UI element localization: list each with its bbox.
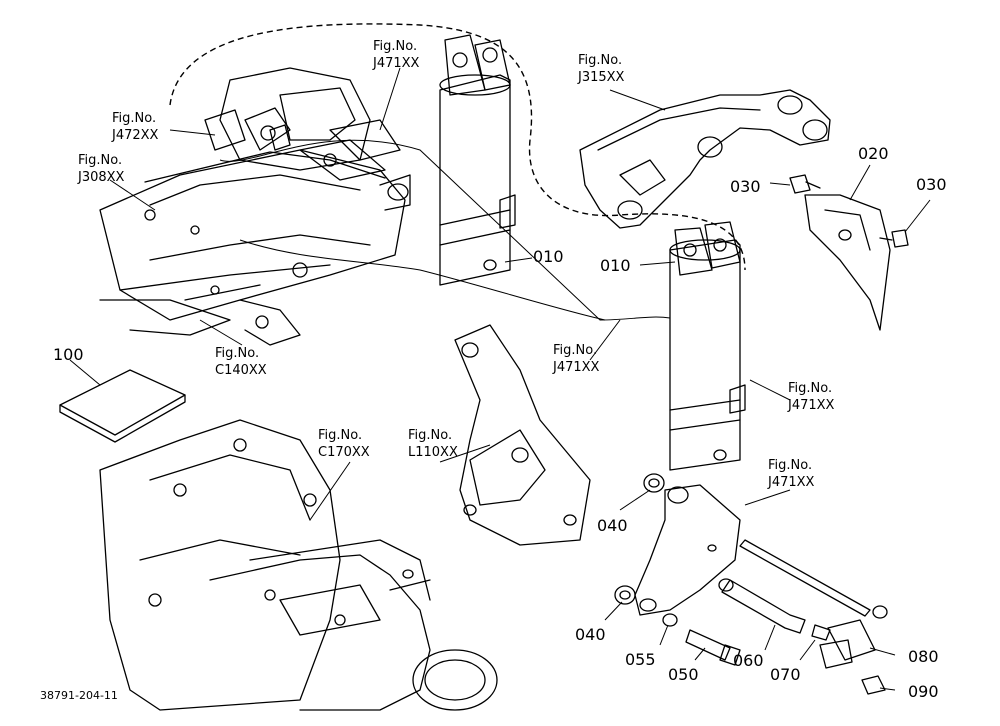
hose-outline-dashed bbox=[169, 23, 746, 271]
fig-number: L110XX bbox=[408, 445, 458, 460]
part-number-010-b: 010 bbox=[600, 256, 631, 275]
shield-020 bbox=[804, 194, 891, 331]
fig-number: J315XX bbox=[578, 70, 625, 85]
hose-line-lower bbox=[219, 139, 671, 321]
fig-prefix: Fig.No. bbox=[768, 458, 813, 473]
part-number-030-right: 030 bbox=[916, 175, 947, 194]
fig-prefix: Fig.No. bbox=[78, 153, 123, 168]
part-number-060: 060 bbox=[733, 651, 764, 670]
part-number-100: 100 bbox=[53, 345, 84, 364]
part-number-040-a: 040 bbox=[597, 516, 628, 535]
part-number-080: 080 bbox=[908, 647, 939, 666]
pin-060 bbox=[718, 578, 806, 634]
fig-number: C140XX bbox=[215, 363, 267, 378]
part-number-070: 070 bbox=[770, 665, 801, 684]
part-number-050: 050 bbox=[668, 665, 699, 684]
fig-ref-c140: Fig.No. C140XX bbox=[215, 345, 267, 379]
fig-ref-l110: Fig.No. L110XX bbox=[408, 427, 458, 461]
part-number-020: 020 bbox=[858, 144, 889, 163]
part-number-040-b: 040 bbox=[575, 625, 606, 644]
fig-prefix: Fig.No. bbox=[578, 53, 623, 68]
fig-number: J471XX bbox=[788, 398, 835, 413]
fig-prefix: Fig.No. bbox=[112, 111, 157, 126]
fig-number: C170XX bbox=[318, 445, 370, 460]
part-number-030-left: 030 bbox=[730, 177, 761, 196]
fig-ref-j471-right: Fig.No. J471XX bbox=[788, 380, 834, 414]
valve-block-assembly bbox=[99, 67, 411, 346]
mounting-bracket bbox=[454, 324, 591, 546]
bolt-030-right bbox=[879, 229, 909, 248]
fig-ref-j472: Fig.No. J472XX bbox=[112, 110, 158, 144]
part-number-090: 090 bbox=[908, 682, 939, 701]
lift-arm bbox=[579, 89, 831, 229]
bolt-030-left bbox=[789, 174, 821, 194]
fig-number: J471XX bbox=[373, 56, 420, 71]
hose-line-lower-2 bbox=[239, 239, 606, 321]
fig-prefix: Fig.No. bbox=[408, 428, 453, 443]
long-bolt bbox=[739, 539, 888, 619]
fig-number: J472XX bbox=[112, 128, 159, 143]
bolt-090 bbox=[861, 675, 886, 695]
fig-prefix: Fig.No. bbox=[553, 343, 598, 358]
washer-055 bbox=[662, 613, 678, 627]
fig-number: J471XX bbox=[768, 475, 815, 490]
part-number-055: 055 bbox=[625, 650, 656, 669]
drawing-reference-number: 38791-204-11 bbox=[40, 689, 118, 702]
fig-ref-j471-low: Fig.No. J471XX bbox=[768, 457, 814, 491]
fig-number: J308XX bbox=[78, 170, 125, 185]
fig-ref-c170: Fig.No. C170XX bbox=[318, 427, 370, 461]
part-number-010-a: 010 bbox=[533, 247, 564, 266]
fig-prefix: Fig.No. bbox=[373, 39, 418, 54]
leader-lines bbox=[69, 67, 931, 691]
clip-070 bbox=[811, 624, 831, 641]
washer-040-lower bbox=[614, 585, 636, 605]
manual-book-100 bbox=[59, 369, 186, 443]
transmission-case bbox=[99, 419, 498, 711]
washer-040-upper bbox=[643, 473, 665, 493]
bolt-050 bbox=[685, 629, 741, 666]
fig-prefix: Fig.No. bbox=[788, 381, 833, 396]
fig-ref-j315: Fig.No. J315XX bbox=[578, 52, 624, 86]
fig-prefix: Fig.No. bbox=[215, 346, 260, 361]
fig-ref-j471-mid: Fig.No. J471XX bbox=[553, 342, 599, 376]
fig-ref-j308: Fig.No. J308XX bbox=[78, 152, 124, 186]
fig-number: J471XX bbox=[553, 360, 600, 375]
fig-prefix: Fig.No. bbox=[318, 428, 363, 443]
plate-080 bbox=[819, 619, 876, 669]
fig-ref-j471-top: Fig.No. J471XX bbox=[373, 38, 419, 72]
lift-cylinder-left bbox=[439, 34, 516, 286]
link-plate bbox=[634, 484, 741, 616]
lift-cylinder-right bbox=[669, 221, 746, 471]
